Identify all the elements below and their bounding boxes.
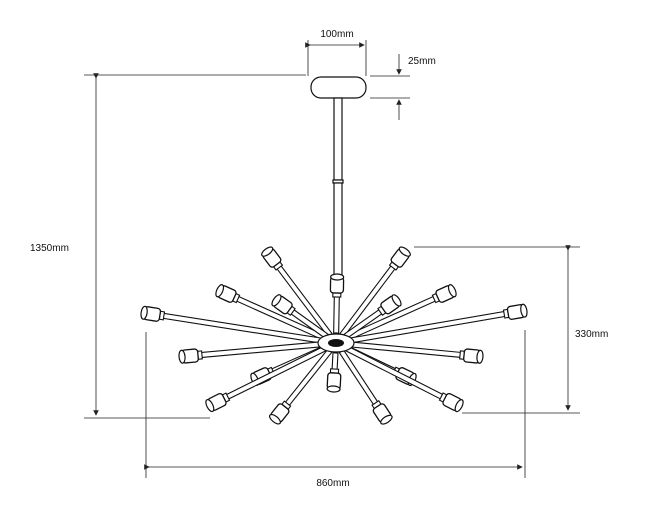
canopy-height-label: 25mm <box>408 56 436 67</box>
total-height-dimension: 1350mm <box>30 73 306 419</box>
arm-with-socket <box>271 294 331 340</box>
arm-with-socket <box>178 340 327 364</box>
stem-lower <box>333 182 343 279</box>
arm-with-socket <box>341 294 402 341</box>
socket-cap <box>380 414 393 425</box>
socket-cap <box>271 294 282 307</box>
fixture-width-dimension: 860mm <box>144 330 526 489</box>
chandelier <box>140 76 528 425</box>
total-height-label: 1350mm <box>30 243 69 254</box>
socket-cap <box>205 398 215 413</box>
canopy-width-dimension: 100mm <box>305 29 367 76</box>
arm-with-socket <box>339 246 411 338</box>
socket-cap <box>476 349 484 364</box>
arms-group <box>140 246 528 425</box>
stem-upper <box>333 97 343 181</box>
socket-cap <box>178 349 186 364</box>
socket-cap <box>215 284 225 298</box>
fixture-width-label: 860mm <box>316 478 349 489</box>
hub-center <box>328 339 344 347</box>
arm-with-socket <box>205 344 329 413</box>
fixture-height-dimension: 330mm <box>414 245 608 414</box>
arm-rod <box>333 294 340 334</box>
socket-cap <box>391 294 402 307</box>
arm-with-socket <box>345 340 484 364</box>
socket-cap <box>447 284 457 298</box>
socket-cap <box>330 273 345 281</box>
arm-with-socket <box>343 284 457 342</box>
socket-cap <box>398 246 411 257</box>
ceiling-canopy <box>310 76 367 99</box>
canopy-height-dimension: 25mm <box>370 54 436 120</box>
arm-with-socket <box>338 349 393 425</box>
socket-cap <box>454 399 464 413</box>
socket-cap <box>268 413 282 425</box>
canopy-width-label: 100mm <box>320 29 353 40</box>
socket-cap <box>326 385 341 393</box>
socket-cap <box>261 246 274 257</box>
arm-with-socket <box>261 246 333 338</box>
arm-with-socket <box>326 352 342 393</box>
socket-cap <box>520 303 528 318</box>
arm-with-socket <box>329 273 345 334</box>
fixture-height-label: 330mm <box>575 329 608 340</box>
socket-cap <box>140 305 148 320</box>
